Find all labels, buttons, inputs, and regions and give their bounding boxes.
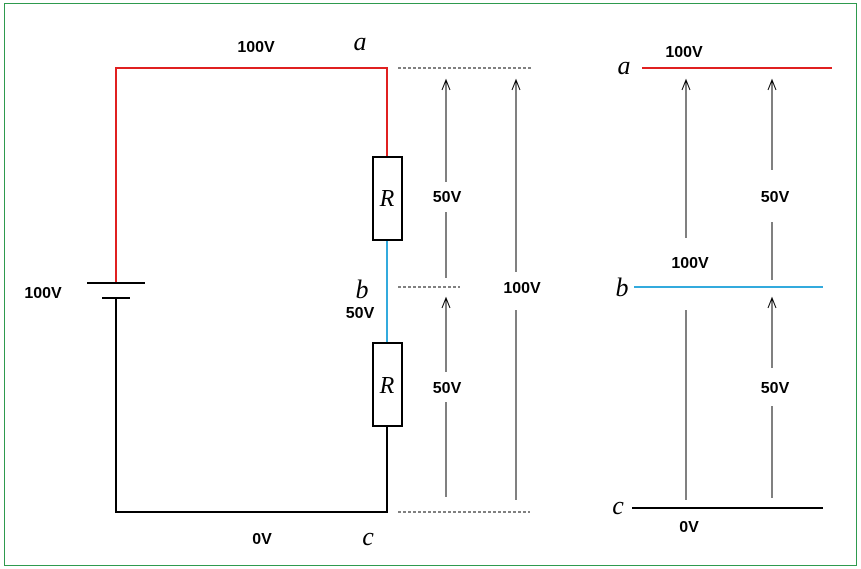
total-drop-arrowhead <box>511 78 521 91</box>
level-b-node: b <box>616 273 629 302</box>
level-lower-arrowhead <box>767 296 777 309</box>
level-upper-arrowhead <box>767 78 777 91</box>
resistor-bottom <box>372 342 403 427</box>
top-wire-label: 100V <box>237 39 275 56</box>
voltage-drop-arrows: 50V 50V 100V <box>398 67 541 513</box>
node-c-label: c <box>362 522 374 551</box>
bottom-wire-label: 0V <box>252 531 272 548</box>
node-a-label: a <box>354 27 367 56</box>
level-a-voltage: 100V <box>665 44 703 61</box>
resistor-top-label: R <box>379 186 395 212</box>
battery-label: 100V <box>24 285 62 302</box>
potential-levels: a b c 100V 100V 0V 50V 50V <box>612 44 832 536</box>
circuit: R R 100V 100V 0V a b 50V c <box>24 27 403 551</box>
node-b-label: b <box>356 275 369 304</box>
resistor-top <box>372 156 403 241</box>
total-drop-label: 100V <box>503 280 541 297</box>
diagram-frame <box>4 3 857 566</box>
level-b-voltage: 100V <box>671 255 709 272</box>
lower-drop-label: 50V <box>433 380 462 397</box>
resistor-bottom-label: R <box>379 373 395 399</box>
level-upper-drop-label: 50V <box>761 189 790 206</box>
level-c-voltage: 0V <box>679 519 699 536</box>
level-a-node: a <box>618 51 631 80</box>
level-lower-drop-label: 50V <box>761 380 790 397</box>
level-total-arrowhead <box>681 78 691 91</box>
red-wire <box>115 67 388 283</box>
black-wire <box>115 298 388 513</box>
level-c-node: c <box>612 491 624 520</box>
node-b-voltage: 50V <box>346 305 375 322</box>
upper-drop-label: 50V <box>433 189 462 206</box>
upper-drop-arrowhead <box>441 78 451 91</box>
lower-drop-arrowhead <box>441 296 451 309</box>
